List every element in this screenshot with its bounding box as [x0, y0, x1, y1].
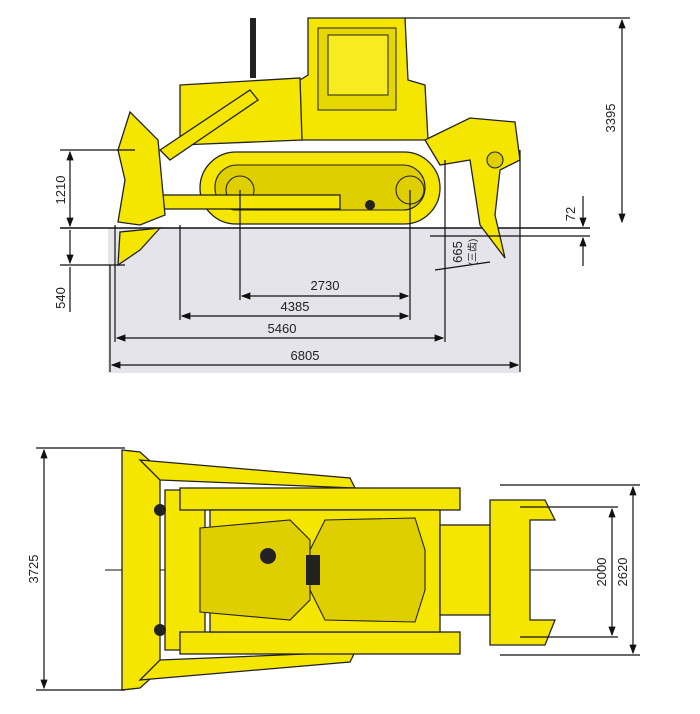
ground-area	[108, 228, 520, 373]
ripper-note: (三齿)	[467, 239, 479, 266]
blade-top	[121, 449, 161, 691]
dim-2620: 2620	[615, 558, 630, 587]
cab-top	[309, 517, 426, 623]
dim-6805: 6805	[291, 348, 320, 363]
dim-2730: 2730	[311, 278, 340, 293]
top-view: 3725 2000 2620	[26, 447, 640, 691]
track-left	[179, 487, 461, 511]
dim-3725: 3725	[26, 555, 41, 584]
bulldozer-top	[121, 449, 557, 691]
hood-top	[199, 519, 311, 621]
track-right	[179, 631, 461, 655]
dim-72: 72	[563, 207, 578, 221]
dim-1210: 1210	[53, 176, 68, 205]
dim-665: 665	[450, 241, 465, 263]
exhaust-stack	[250, 18, 256, 78]
ripper-top	[439, 524, 491, 616]
push-arm	[149, 194, 341, 210]
dim-3395: 3395	[603, 104, 618, 133]
dim-4385: 4385	[281, 299, 310, 314]
dim-5460: 5460	[268, 321, 297, 336]
dim-540: 540	[53, 287, 68, 309]
bulldozer-side	[117, 17, 521, 267]
side-view: 3395 1210 540 72 665 (三齿) 2730 4385 5460	[53, 17, 630, 373]
dim-2000: 2000	[594, 558, 609, 587]
blade	[117, 110, 166, 226]
